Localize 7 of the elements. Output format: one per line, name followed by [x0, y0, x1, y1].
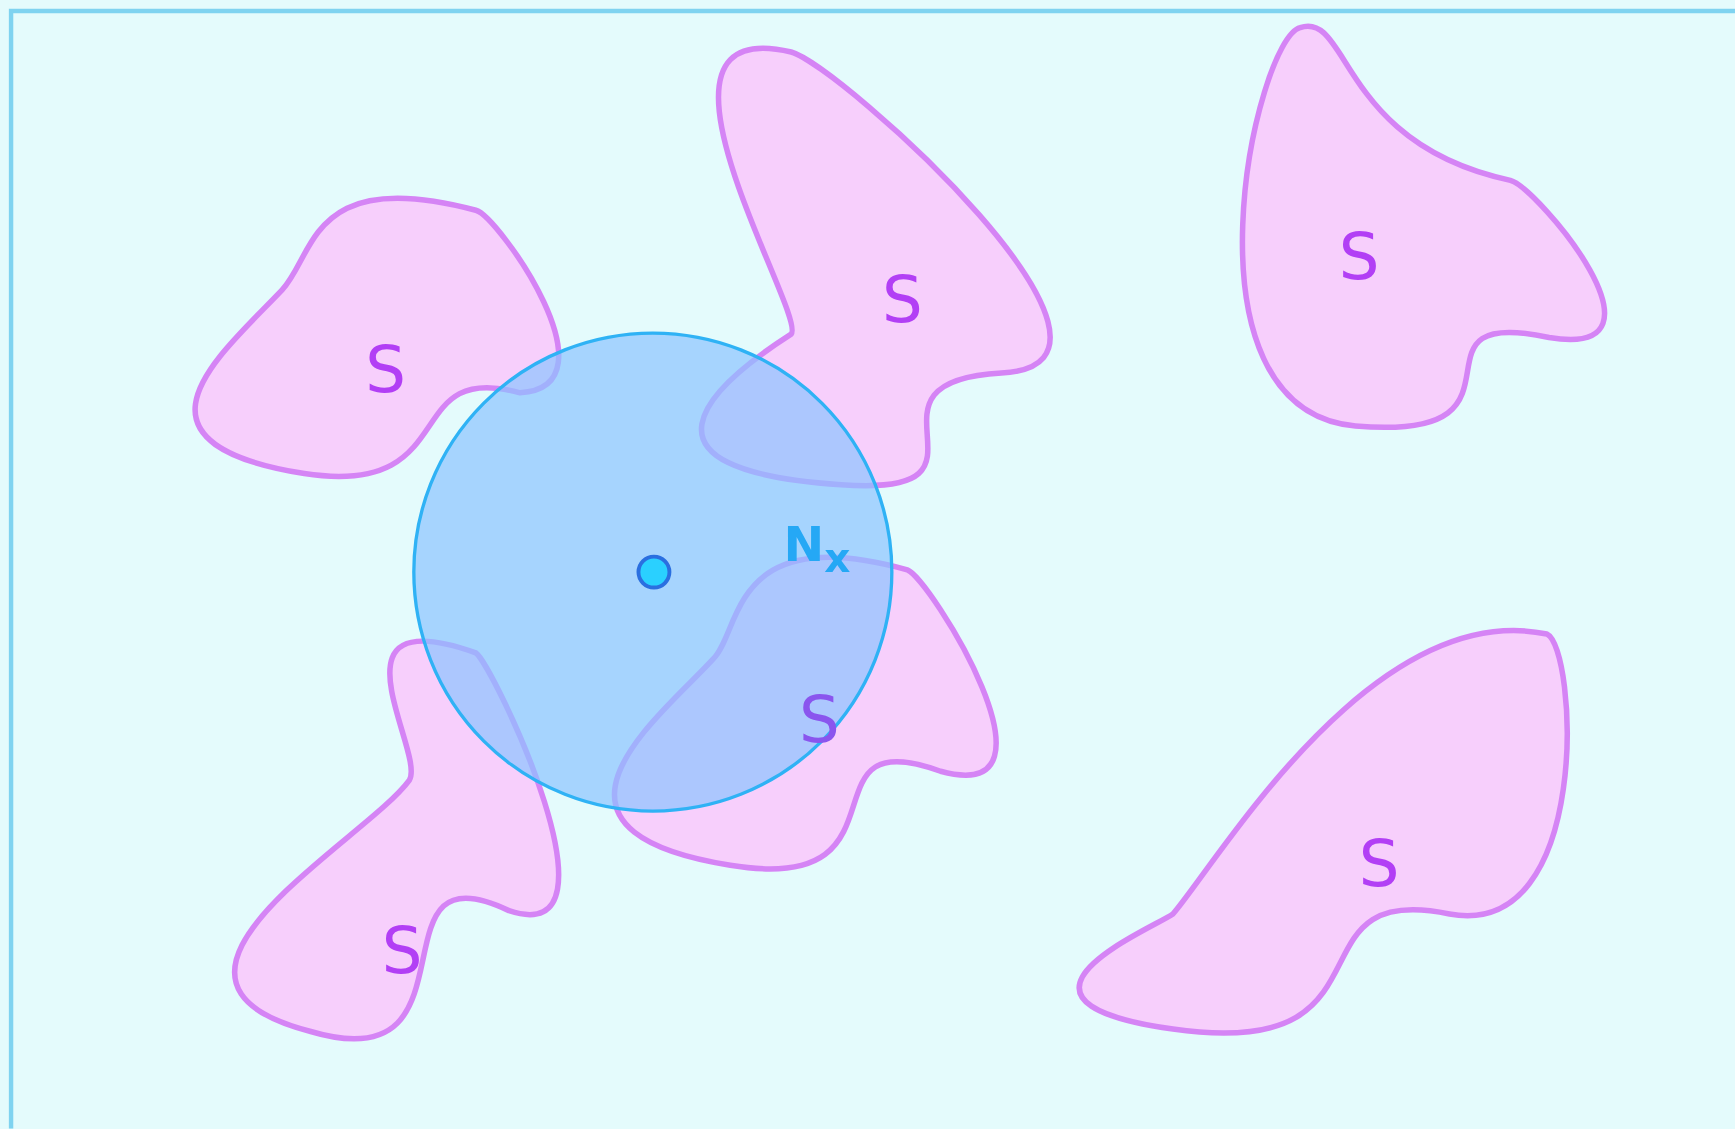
region-label: N$_{x}$ [783, 520, 851, 580]
blob-label: S [881, 267, 923, 332]
blob-label: S [1358, 832, 1400, 897]
blob-label: S [1338, 224, 1380, 289]
blob-label: S [381, 918, 423, 983]
blob-label: S [365, 337, 406, 402]
blob-label: S [798, 688, 840, 753]
